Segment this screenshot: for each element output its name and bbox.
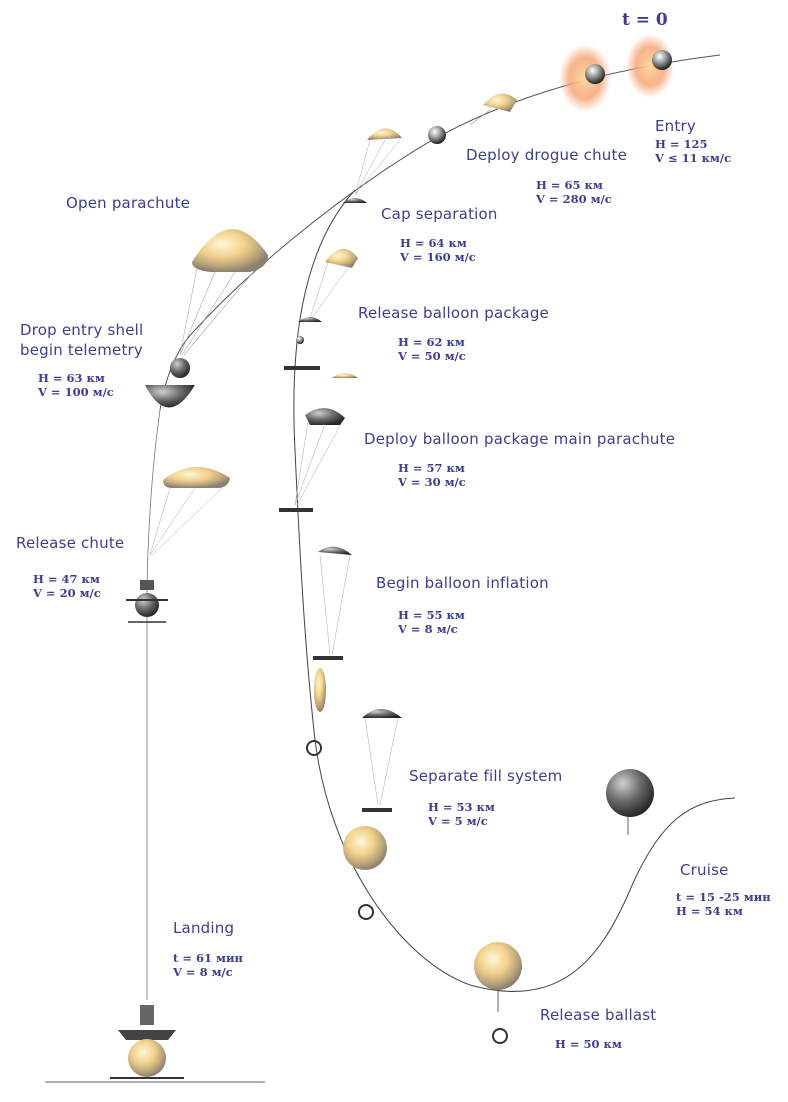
cruise-params: t = 15 -25 мин H = 54 км <box>676 890 771 918</box>
inflation-param-v: V = 8 м/с <box>398 622 458 636</box>
entry-flame-1 <box>559 44 611 112</box>
entry-title: Entry <box>655 117 696 135</box>
ballast-param-h: H = 50 км <box>555 1037 622 1051</box>
separate-params: H = 53 км V = 5 м/с <box>428 800 495 828</box>
inflation-graphic <box>306 546 352 756</box>
separate-title: Separate fill system <box>409 767 563 785</box>
ballast-params: H = 50 км <box>555 1037 622 1051</box>
landing-param-t: t = 61 мин <box>173 951 243 965</box>
release-pkg-param-v: V = 50 м/с <box>398 349 466 363</box>
entry-params: H = 125 V ≤ 11 км/с <box>655 137 731 165</box>
release-chute-param-v: V = 20 м/с <box>33 586 101 600</box>
landing-param-v: V = 8 м/с <box>173 965 233 979</box>
fill-system-graphic <box>343 709 402 920</box>
cruise-param-t: t = 15 -25 мин <box>676 890 771 904</box>
drop-shell-params: H = 63 км V = 100 м/с <box>38 371 114 399</box>
drogue-params: H = 65 км V = 280 м/с <box>536 178 612 206</box>
cap-param-h: H = 64 км <box>400 236 467 250</box>
release-chute-title: Release chute <box>16 534 125 552</box>
drogue-param-h: H = 65 км <box>536 178 603 192</box>
cap-param-v: V = 160 м/с <box>400 250 476 264</box>
entry-flame-2 <box>626 34 674 98</box>
release-pkg-title: Release balloon package <box>358 304 549 322</box>
drop-shell-title-2: begin telemetry <box>20 341 143 359</box>
open-parachute-graphic <box>145 229 268 408</box>
separate-param-h: H = 53 км <box>428 800 495 814</box>
inflation-params: H = 55 км V = 8 м/с <box>398 608 465 636</box>
entry-param-h: H = 125 <box>655 137 708 151</box>
pkg-chute-param-v: V = 30 м/с <box>398 475 466 489</box>
cap-separation-graphic <box>343 128 402 203</box>
t0-label: t = 0 <box>622 10 668 30</box>
drop-shell-param-v: V = 100 м/с <box>38 385 114 399</box>
release-chute-graphic <box>126 466 230 623</box>
drogue-title: Deploy drogue chute <box>466 146 628 164</box>
pkg-chute-params: H = 57 км V = 30 м/с <box>398 461 466 489</box>
release-chute-params: H = 47 км V = 20 м/с <box>33 572 101 600</box>
cap-params: H = 64 км V = 160 м/с <box>400 236 476 264</box>
cruise-title: Cruise <box>680 861 729 879</box>
main-parachute-graphic <box>279 373 358 512</box>
probe-descent-line <box>146 409 161 1000</box>
ballast-balloon-graphic <box>474 942 522 1044</box>
pkg-chute-param-h: H = 57 км <box>398 461 465 475</box>
landing-title: Landing <box>173 919 235 937</box>
cruise-param-h: H = 54 км <box>676 904 743 918</box>
drop-shell-param-h: H = 63 км <box>38 371 105 385</box>
separate-param-v: V = 5 м/с <box>428 814 488 828</box>
landing-params: t = 61 мин V = 8 м/с <box>173 951 243 979</box>
release-pkg-param-h: H = 62 км <box>398 335 465 349</box>
pkg-chute-title: Deploy balloon package main parachute <box>364 430 676 448</box>
package-chute-graphic <box>284 248 358 370</box>
cap-title: Cap separation <box>381 205 498 223</box>
drogue-param-v: V = 280 м/с <box>536 192 612 206</box>
release-chute-param-h: H = 47 км <box>33 572 100 586</box>
entry-param-v: V ≤ 11 км/с <box>655 151 732 165</box>
release-pkg-params: H = 62 км V = 50 м/с <box>398 335 466 363</box>
landing-probe-graphic <box>45 1005 265 1083</box>
inflation-title: Begin balloon inflation <box>376 574 549 592</box>
open-chute-title: Open parachute <box>66 194 191 212</box>
drop-shell-title: Drop entry shell begin telemetry <box>20 320 143 360</box>
ballast-title: Release ballast <box>540 1006 657 1024</box>
drogue-chute-graphic <box>428 93 517 144</box>
cruise-balloon-graphic <box>606 769 654 835</box>
drop-shell-title-1: Drop entry shell <box>20 321 144 339</box>
inflation-param-h: H = 55 км <box>398 608 465 622</box>
